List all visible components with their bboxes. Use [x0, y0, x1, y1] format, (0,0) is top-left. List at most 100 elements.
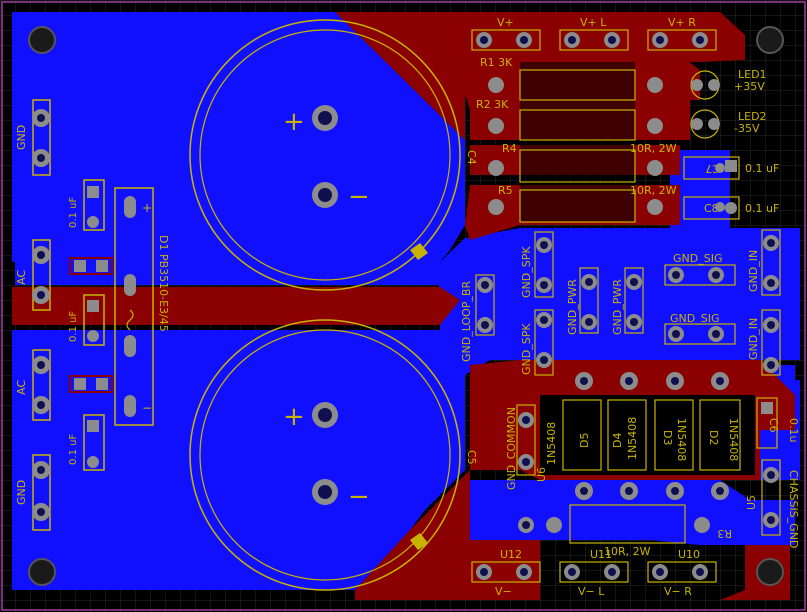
d4-value: 1N5408	[626, 417, 639, 460]
gnd-spk-1-label: GND_SPK	[520, 246, 533, 298]
chassis-gnd-connector[interactable]: CHASSIS_GND U5	[745, 459, 800, 548]
big-cap-pads[interactable]	[312, 105, 338, 505]
vminus-l-connector[interactable]: V− L U11	[559, 548, 629, 598]
gnd-spk-2-label: GND_SPK	[520, 323, 533, 375]
bridge-plus: +	[142, 201, 152, 215]
c8-label: C8	[704, 202, 719, 215]
c4-plus-mark: +	[283, 107, 305, 137]
d2-label: D2	[707, 430, 720, 445]
r3-label: R3	[717, 527, 732, 540]
c8-value: 0.1 uF	[745, 202, 779, 215]
ac-top-label: AC	[15, 270, 28, 285]
small-cap-1[interactable]: 0.1 uF	[68, 179, 105, 231]
chassis-gnd-label: CHASSIS_GND	[787, 470, 800, 548]
c4-label: C4	[465, 150, 478, 165]
gnd-sig-connector-1[interactable]: GND_SIG	[664, 252, 736, 286]
gnd-top-label: GND	[15, 125, 28, 150]
gnd-common-connector[interactable]: GND_COMMON U6	[505, 404, 548, 533]
resistor-r3[interactable]: 10R, 2W R3	[546, 504, 732, 558]
vplus-r-label: V+ R	[668, 16, 696, 29]
small-cap-3[interactable]: 0.1 uF	[68, 414, 105, 471]
d2-value: 1N5408	[727, 418, 740, 461]
diode-d5[interactable]: D5 1N5408	[545, 399, 602, 471]
r4-value: 10R, 2W	[630, 142, 677, 155]
led2-value: -35V	[734, 122, 760, 135]
led2-label: LED2	[738, 110, 767, 123]
d5-value: 1N5408	[545, 422, 558, 465]
vplus-connector[interactable]: V+	[471, 16, 541, 51]
vminus-l-label: V− L	[578, 585, 605, 598]
r5-label: R5	[498, 184, 513, 197]
vplus-l-connector[interactable]: V+ L	[559, 16, 629, 51]
led1[interactable]: LED1 +35V	[690, 68, 767, 100]
gnd-in-2-label: GND_IN	[747, 318, 760, 360]
ac-bottom-label: AC	[15, 380, 28, 395]
bridge-label: D1 PB3510-E3/45	[157, 235, 170, 332]
resistor-r1[interactable]: R1 3K	[480, 56, 663, 101]
gnd-in-1-label: GND_IN	[747, 250, 760, 292]
vplus-r-connector[interactable]: V+ R	[647, 16, 717, 51]
d3-label: D3	[661, 430, 674, 445]
vminus-connector[interactable]: V− U12	[471, 548, 541, 598]
gnd-spk-connector-2[interactable]: GND_SPK	[520, 309, 554, 376]
diode-pads[interactable]	[575, 372, 729, 500]
capacitor-c8[interactable]: C8 0.1 uF	[683, 196, 779, 220]
jumper-bottom[interactable]	[69, 375, 113, 393]
mounting-holes	[28, 26, 784, 586]
gnd-loop-br-connector[interactable]: GND_LOOP_BR	[460, 274, 495, 362]
gnd-in-connector-2[interactable]: GND_IN	[747, 309, 781, 376]
c5-plus-mark: +	[283, 402, 305, 432]
r2-label: R2 3K	[476, 98, 509, 111]
c6-label: C6	[767, 418, 780, 433]
gnd-in-connector-1[interactable]: GND_IN	[747, 229, 781, 296]
diode-d4[interactable]: D4 1N5408	[607, 399, 647, 471]
c5-label: C5	[465, 450, 478, 465]
r3-value: 10R, 2W	[604, 545, 651, 558]
resistor-area	[520, 62, 635, 222]
gnd-connector-bottom[interactable]: GND	[15, 454, 51, 531]
c7-value: 0.1 uF	[745, 162, 779, 175]
resistor-r2[interactable]: R2 3K	[476, 98, 663, 141]
vplus-label: V+	[497, 16, 514, 29]
diode-d2[interactable]: D2 1N5408	[699, 399, 741, 471]
led1-label: LED1	[738, 68, 767, 81]
diode-d3[interactable]: D3 1N5408	[654, 399, 694, 471]
gnd-spk-connector-1[interactable]: GND_SPK	[520, 231, 554, 298]
gnd-sig-1-label: GND_SIG	[673, 252, 722, 265]
u10-label: U10	[678, 548, 700, 561]
u5-label: U5	[745, 495, 758, 510]
capacitor-c6[interactable]: C6 0.1u	[756, 397, 800, 449]
c5-minus-mark: −	[348, 482, 370, 512]
capacitor-c5: + − C5	[189, 319, 478, 591]
u12-label: U12	[500, 548, 522, 561]
gnd-pwr-1-label: GND_PWR	[566, 279, 579, 335]
gnd-pwr-connector-1[interactable]: GND_PWR	[566, 267, 599, 335]
resistor-r5[interactable]: R5 10R, 2W	[488, 184, 677, 223]
led2[interactable]: LED2 -35V	[690, 109, 767, 139]
small-cap-3-label: 0.1 uF	[68, 434, 79, 465]
c4-minus-mark: −	[348, 182, 370, 212]
gnd-pwr-connector-2[interactable]: GND_PWR	[611, 267, 644, 335]
capacitor-c4: + − C4	[189, 19, 478, 291]
resistor-r4[interactable]: R4 10R, 2W	[488, 142, 677, 183]
small-cap-2[interactable]: 0.1 uF	[68, 294, 105, 346]
u6-label: U6	[535, 467, 548, 482]
gnd-sig-connector-2[interactable]: GND_SIG	[664, 312, 736, 345]
r1-label: R1 3K	[480, 56, 513, 69]
bridge-rectifier-d1[interactable]: + − D1 PB3510-E3/45	[114, 187, 170, 426]
jumper-top[interactable]	[69, 257, 113, 275]
small-cap-1-label: 0.1 uF	[68, 197, 79, 228]
d4-label: D4	[611, 433, 624, 448]
ac-connector-top[interactable]: AC	[15, 239, 51, 311]
ac-connector-bottom[interactable]: AC	[15, 349, 51, 421]
small-cap-2-label: 0.1 uF	[68, 311, 79, 342]
gnd-connector-top[interactable]: GND	[15, 99, 51, 176]
gnd-pwr-2-label: GND_PWR	[611, 279, 624, 335]
vminus-r-connector[interactable]: V− R U10	[647, 548, 717, 598]
c6-value: 0.1u	[787, 418, 800, 442]
diode-area	[540, 395, 755, 475]
vias	[715, 163, 725, 212]
vminus-label: V−	[495, 585, 512, 598]
